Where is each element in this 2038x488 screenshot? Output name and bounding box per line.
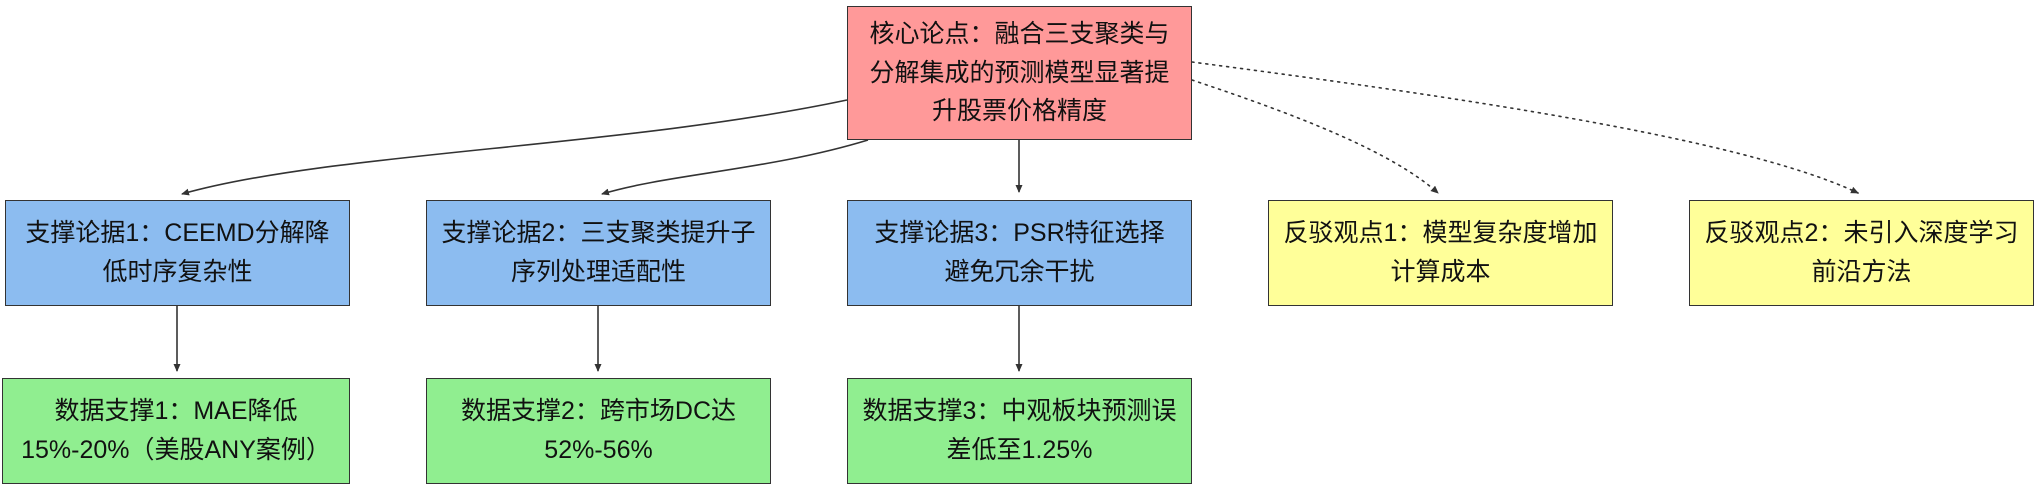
- node-support-2: 支撑论据2：三支聚类提升子序列处理适配性: [426, 200, 771, 306]
- node-support-3: 支撑论据3：PSR特征选择避免冗余干扰: [847, 200, 1192, 306]
- node-data-support-2: 数据支撑2：跨市场DC达52%-56%: [426, 378, 771, 484]
- edge-core-to-support2: [601, 139, 869, 196]
- edge-core-to-counter1: [1191, 79, 1439, 194]
- node-counter-1: 反驳观点1：模型复杂度增加计算成本: [1268, 200, 1613, 306]
- node-data-support-1: 数据支撑1：MAE降低15%-20%（美股ANY案例）: [2, 378, 350, 484]
- node-data-support-3: 数据支撑3：中观板块预测误差低至1.25%: [847, 378, 1192, 484]
- node-support-1: 支撑论据1：CEEMD分解降低时序复杂性: [5, 200, 350, 306]
- node-counter-2: 反驳观点2：未引入深度学习前沿方法: [1689, 200, 2034, 306]
- edge-core-to-support1: [181, 99, 848, 196]
- edge-core-to-counter2: [1191, 61, 1859, 194]
- node-core-thesis: 核心论点：融合三支聚类与分解集成的预测模型显著提升股票价格精度: [847, 6, 1192, 140]
